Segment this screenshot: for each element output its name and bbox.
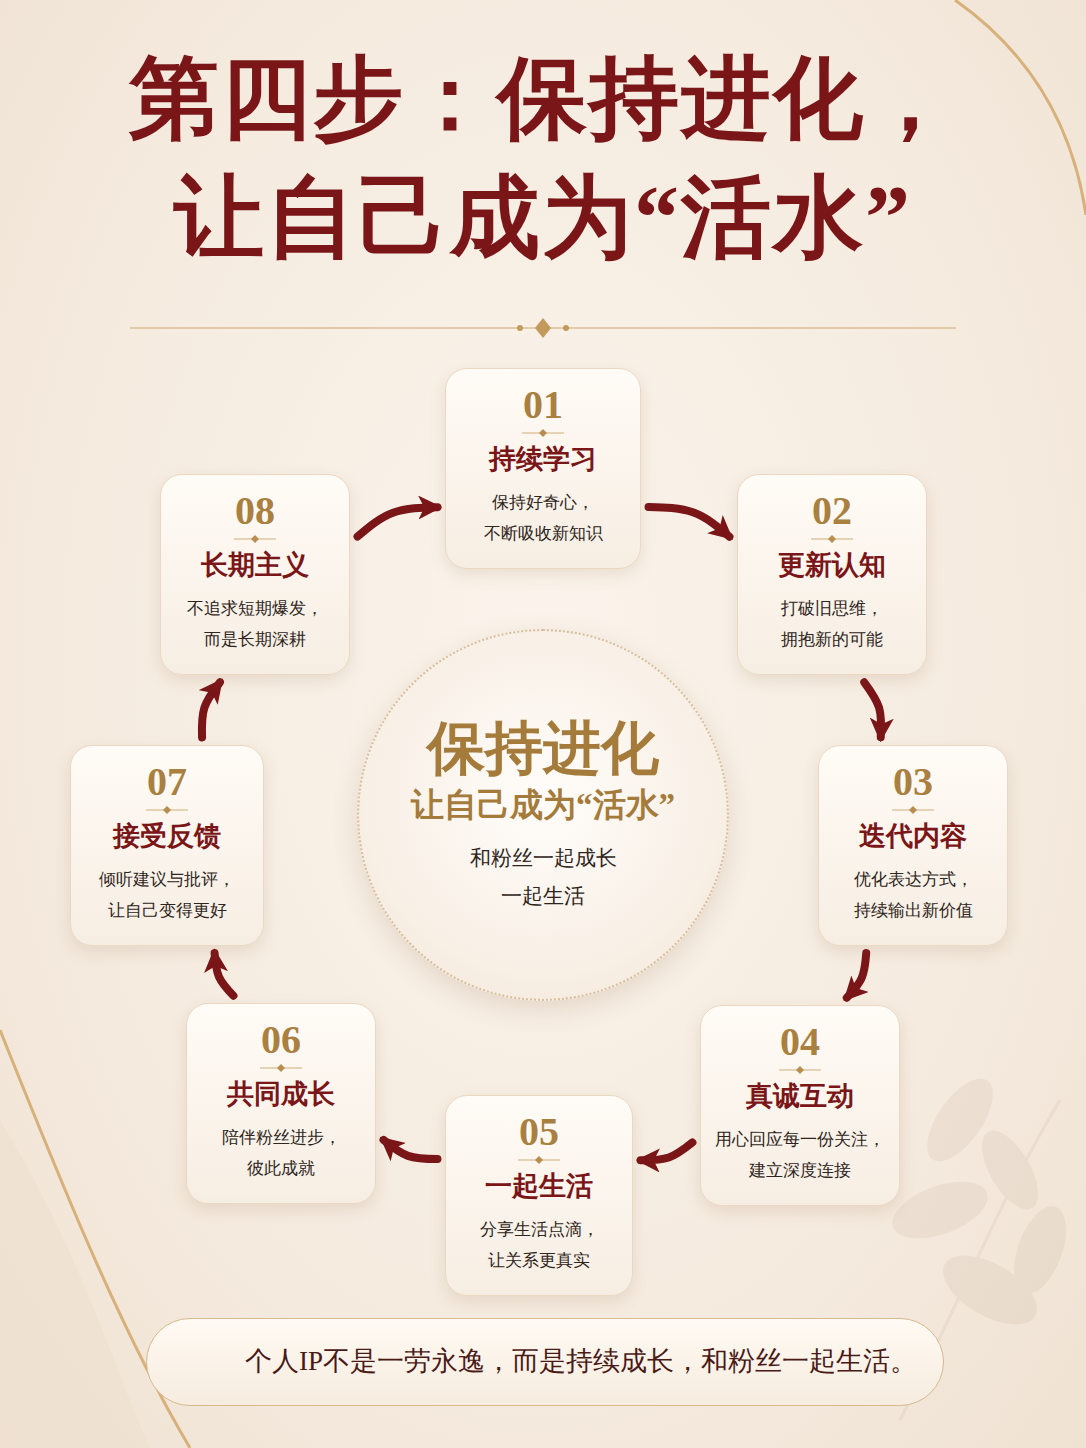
step-description: 保持好奇心， 不断吸收新知识 — [456, 487, 630, 550]
step-heading: 真诚互动 — [746, 1080, 854, 1114]
step-description: 陪伴粉丝进步， 彼此成就 — [197, 1122, 365, 1185]
summary-text: 个人IP不是一劳永逸，而是持续成长，和粉丝一起生活。 — [245, 1344, 917, 1379]
step-card: 07 接受反馈倾听建议与批评， 让自己变得更好 — [70, 745, 264, 946]
ornament — [809, 535, 855, 543]
cycle-arrow — [358, 507, 438, 536]
step-card: 08 长期主义不追求短期爆发， 而是长期深耕 — [160, 474, 350, 675]
ornament — [516, 1156, 562, 1164]
step-heading: 共同成长 — [227, 1078, 335, 1112]
ornament — [777, 1066, 823, 1074]
title: 第四步：保持进化， 让自己成为“活水” — [20, 40, 1066, 278]
step-description: 不追求短期爆发， 而是长期深耕 — [171, 593, 339, 656]
step-card: 05 一起生活分享生活点滴， 让关系更真实 — [445, 1095, 633, 1296]
silk-fold — [0, 1120, 150, 1448]
step-heading: 更新认知 — [778, 549, 886, 583]
cycle-arrow — [641, 1142, 693, 1160]
step-card: 06 共同成长陪伴粉丝进步， 彼此成就 — [186, 1003, 376, 1204]
cycle-arrow — [847, 953, 866, 998]
cycle-arrow — [215, 953, 234, 996]
step-description: 优化表达方式， 持续输出新价值 — [829, 864, 997, 927]
step-number: 07 — [147, 760, 187, 804]
ornament — [258, 1064, 304, 1072]
gold-curve — [955, 0, 1086, 215]
center-circle: 保持进化让自己成为“活水” 和粉丝一起成长 一起生活 — [357, 629, 729, 1001]
step-description: 打破旧思维， 拥抱新的可能 — [748, 593, 916, 656]
cycle-arrow — [202, 682, 220, 737]
cycle-arrow — [864, 682, 881, 737]
ornament — [232, 535, 278, 543]
step-card: 02 更新认知打破旧思维， 拥抱新的可能 — [737, 474, 927, 675]
step-card: 03 迭代内容优化表达方式， 持续输出新价值 — [818, 745, 1008, 946]
summary-banner: 个人IP不是一劳永逸，而是持续成长，和粉丝一起生活。 — [146, 1318, 944, 1406]
step-description: 倾听建议与批评， 让自己变得更好 — [81, 864, 253, 927]
step-number: 04 — [780, 1020, 820, 1064]
step-card: 04 真诚互动用心回应每一份关注， 建立深度连接 — [700, 1005, 900, 1206]
step-number: 05 — [519, 1110, 559, 1154]
step-number: 03 — [893, 760, 933, 804]
ornament — [890, 806, 936, 814]
step-description: 分享生活点滴， 让关系更真实 — [456, 1214, 622, 1277]
ornament — [144, 806, 190, 814]
step-number: 02 — [812, 489, 852, 533]
step-card: 01 持续学习保持好奇心， 不断吸收新知识 — [445, 368, 641, 569]
step-number: 01 — [523, 383, 563, 427]
center-body: 和粉丝一起成长 一起生活 — [448, 840, 638, 916]
cycle-arrow — [649, 507, 730, 537]
step-heading: 迭代内容 — [859, 820, 967, 854]
center-subtitle: 让自己成为“活水” — [411, 784, 675, 827]
step-number: 06 — [261, 1018, 301, 1062]
step-heading: 持续学习 — [489, 443, 597, 477]
step-number: 08 — [235, 489, 275, 533]
center-title: 保持进化 — [427, 714, 659, 784]
step-heading: 接受反馈 — [113, 820, 221, 854]
step-heading: 一起生活 — [485, 1170, 593, 1204]
cycle-arrow — [384, 1140, 438, 1159]
step-heading: 长期主义 — [201, 549, 309, 583]
title-divider — [130, 318, 956, 338]
ornament — [520, 429, 566, 437]
step-description: 用心回应每一份关注， 建立深度连接 — [711, 1124, 889, 1187]
